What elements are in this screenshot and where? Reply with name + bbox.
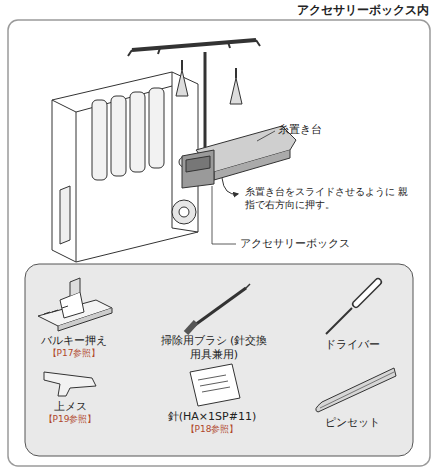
leader-line xyxy=(212,186,236,244)
accessory-panel xyxy=(25,264,413,456)
page-reference: 【P18参照】 xyxy=(167,424,257,435)
item-name: 針(HA×1SP#11) xyxy=(152,410,272,424)
item-name: ドライバー xyxy=(307,338,397,352)
page-reference: 【P19参照】 xyxy=(25,414,115,425)
item-name: バルキー押え xyxy=(29,334,119,348)
item-name: ピンセット xyxy=(307,416,397,430)
leader-line xyxy=(257,131,275,141)
accessory-box xyxy=(182,150,214,188)
part-name: アクセサリーボックス xyxy=(240,237,390,251)
tweezers-picture xyxy=(316,368,396,412)
needle-card-picture xyxy=(190,364,240,406)
item-name: 上メス xyxy=(25,400,115,414)
outer-frame xyxy=(8,20,430,466)
item-name: 掃除用ブラシ (針交換用具兼用) xyxy=(158,334,270,362)
upper-knife-picture xyxy=(44,372,96,396)
part-name: 糸置き台 xyxy=(278,123,358,137)
heading: アクセサリーボックス内 xyxy=(297,3,429,18)
screwdriver-picture xyxy=(326,282,378,334)
note-text: 糸置き台をスライドさせるように 親指で右方向に押す。 xyxy=(245,186,410,211)
brush-picture xyxy=(186,284,250,333)
push-arrow xyxy=(222,178,238,194)
page-reference: 【P17参照】 xyxy=(29,348,119,359)
bulky-foot-picture xyxy=(38,278,112,331)
